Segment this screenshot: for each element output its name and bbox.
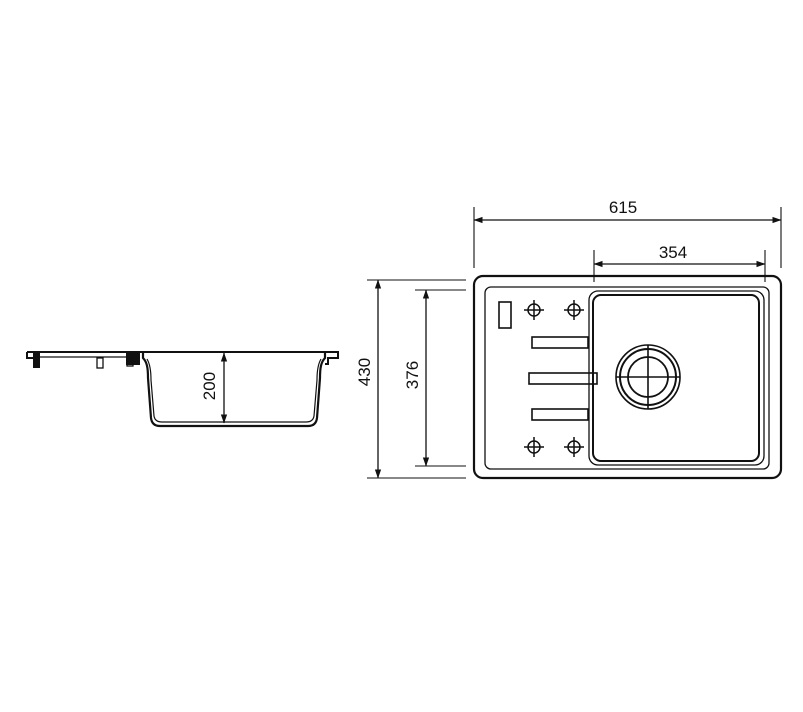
side-view-fixing-peg-1 [96, 357, 104, 369]
side-view-fixing-peg-2 [126, 357, 134, 367]
overall-depth-label: 430 [355, 358, 374, 386]
side-view-bowl-outer [141, 353, 327, 428]
drainer-rib-top [531, 336, 589, 349]
overflow-slot [498, 301, 512, 329]
bowl-height-label: 200 [200, 372, 219, 400]
drain-icon [615, 344, 681, 410]
top-view-bowl-inner [592, 294, 760, 462]
side-view-left-clip [33, 353, 40, 368]
drainer-rib-middle [528, 372, 598, 385]
bowl-width-label: 354 [659, 243, 687, 262]
top-view: 615 354 430 376 [355, 198, 783, 480]
tap-hole-marker-2-icon [564, 300, 584, 320]
bowl-depth-label: 376 [403, 361, 422, 389]
top-view-bowl-outer [588, 290, 765, 466]
side-view-bowl-inner [146, 358, 322, 423]
tap-hole-marker-3-icon [524, 437, 544, 457]
tap-hole-marker-4-icon [564, 437, 584, 457]
drainer-rib-bottom [531, 408, 589, 421]
tap-hole-marker-1-icon [524, 300, 544, 320]
side-view-rim [26, 351, 339, 365]
overall-width-label: 615 [609, 198, 637, 217]
side-view: 200 [26, 351, 339, 428]
top-view-outer-outline [472, 274, 783, 480]
top-view-inner-outline [484, 286, 770, 470]
